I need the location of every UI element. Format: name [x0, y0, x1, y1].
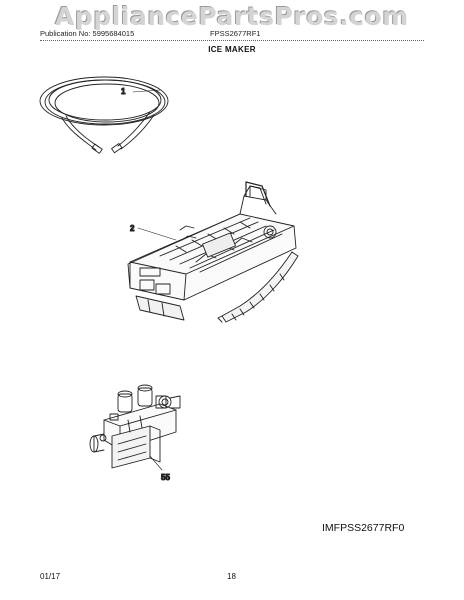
page-number: 18	[227, 572, 236, 581]
water-tube-coil	[39, 76, 169, 154]
diagram-code: IMFPSS2677RF0	[322, 522, 405, 534]
model-number: FPSS2677RF1	[210, 29, 261, 38]
ice-maker-assembly	[127, 181, 299, 323]
callout-2: 2	[130, 224, 135, 233]
callout-1: 1	[121, 87, 126, 96]
callout-55: 55	[161, 473, 170, 482]
water-valve	[89, 384, 181, 471]
section-title: ICE MAKER	[208, 45, 256, 54]
watermark: AppliancePartsPros.com	[55, 2, 409, 31]
header-rule	[40, 40, 424, 41]
publication-number: Publication No: 5995684015	[40, 29, 135, 38]
footer-date: 01/17	[40, 572, 61, 581]
